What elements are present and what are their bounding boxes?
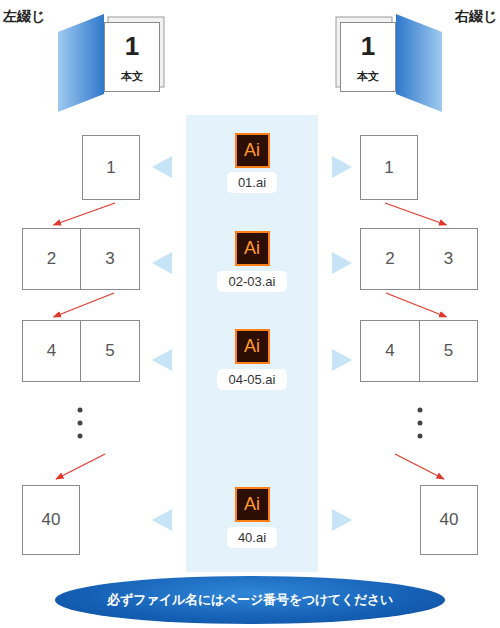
center-band <box>186 115 318 572</box>
node-text: 2 <box>47 249 56 269</box>
page-box: 1 <box>82 135 140 200</box>
ai-file-icon: Ai <box>235 231 270 266</box>
ellipsis-dots <box>78 408 423 439</box>
page-box: 2 <box>22 228 81 290</box>
file-name-box: 02-03.ai <box>217 271 287 292</box>
binding-label: 右綴じ <box>455 8 497 26</box>
page-box: 1 <box>360 135 418 200</box>
page-box: 5 <box>80 320 140 382</box>
node-text: 40 <box>42 510 61 530</box>
page-box: 4 <box>22 320 81 382</box>
node-text: 3 <box>105 249 114 269</box>
binding-label: 左綴じ <box>3 8 45 26</box>
page-box: 2 <box>360 228 420 290</box>
book-page: 1 本文 <box>104 22 160 92</box>
node-text: Ai <box>244 336 260 357</box>
node-text: 1 <box>361 31 375 61</box>
node-text: 04-05.ai <box>229 372 276 387</box>
page-box: 4 <box>360 320 420 382</box>
file-name-box: 40.ai <box>227 527 277 548</box>
node-text: 3 <box>444 249 453 269</box>
node-text: 1 <box>125 31 139 61</box>
page-box: 3 <box>419 228 478 290</box>
node-text: Ai <box>244 140 260 161</box>
file-name-box: 04-05.ai <box>217 369 287 390</box>
node-text: 4 <box>47 341 56 361</box>
ai-file-icon: Ai <box>235 487 270 522</box>
book-covers <box>58 14 442 112</box>
page-box: 40 <box>420 485 478 555</box>
node-text: 必ずファイル名にはページ番号をつけてください <box>107 591 393 609</box>
node-text: 40 <box>440 510 459 530</box>
order-arrows <box>56 454 444 479</box>
node-text: 40.ai <box>238 530 266 545</box>
node-text: 1 <box>106 158 115 178</box>
page-box: 5 <box>419 320 478 382</box>
order-arrow <box>54 203 116 225</box>
node-text: 4 <box>385 341 394 361</box>
page-box: 3 <box>80 228 140 290</box>
node-text: 1 <box>384 158 393 178</box>
note-ellipse: 必ずファイル名にはページ番号をつけてください <box>55 576 445 624</box>
node-text: 5 <box>444 341 453 361</box>
node-text: Ai <box>244 238 260 259</box>
file-name-box: 01.ai <box>227 172 277 193</box>
pointer-triangles <box>152 156 352 531</box>
order-arrow <box>386 293 447 317</box>
node-text: Ai <box>244 494 260 515</box>
node-text: 2 <box>385 249 394 269</box>
node-text: 本文 <box>121 69 143 84</box>
page-box: 40 <box>22 485 80 555</box>
node-text: 本文 <box>357 69 379 84</box>
order-arrow <box>385 203 447 225</box>
order-arrow <box>54 293 115 317</box>
node-text: 01.ai <box>238 175 266 190</box>
node-text: 5 <box>105 341 114 361</box>
book-page: 1 本文 <box>340 22 396 92</box>
ai-file-icon: Ai <box>235 133 270 168</box>
node-text: 02-03.ai <box>229 274 276 289</box>
ai-file-icon: Ai <box>235 329 270 364</box>
